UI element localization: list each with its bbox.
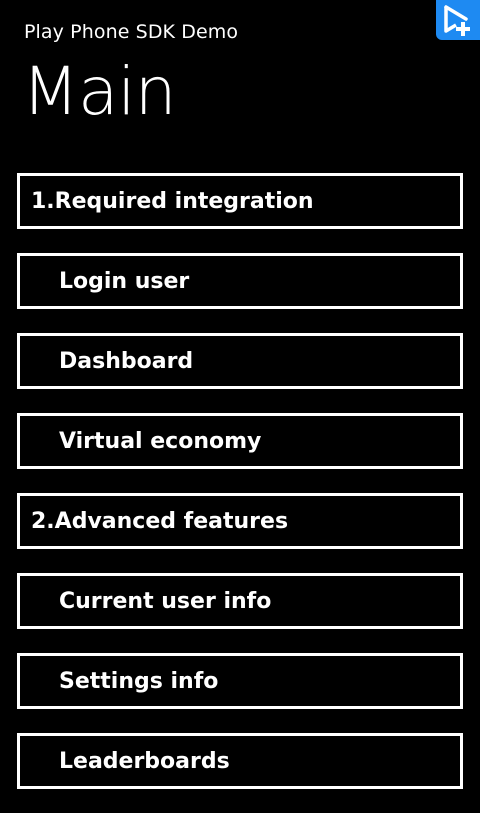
login-user-button[interactable]: Login user [17,253,463,309]
dashboard-label: Dashboard [59,348,194,374]
current-user-info-label: Current user info [59,588,272,614]
leaderboards-button[interactable]: Leaderboards [17,733,463,789]
play-plus-icon [444,5,470,36]
page-title: Main [22,53,177,130]
app-title: Play Phone SDK Demo [24,21,239,43]
dashboard-button[interactable]: Dashboard [17,333,463,389]
advanced-features-button[interactable]: 2.Advanced features [17,493,463,549]
required-integration-button[interactable]: 1.Required integration [17,173,463,229]
leaderboards-label: Leaderboards [59,748,230,774]
settings-info-button[interactable]: Settings info [17,653,463,709]
advanced-features-label: 2.Advanced features [31,508,289,534]
required-integration-label: 1.Required integration [31,188,314,214]
virtual-economy-label: Virtual economy [59,428,262,454]
current-user-info-button[interactable]: Current user info [17,573,463,629]
virtual-economy-button[interactable]: Virtual economy [17,413,463,469]
play-plus-badge[interactable] [436,0,480,40]
main-menu: 1.Required integration Login user Dashbo… [17,173,463,813]
login-user-label: Login user [59,268,190,294]
settings-info-label: Settings info [59,668,219,694]
